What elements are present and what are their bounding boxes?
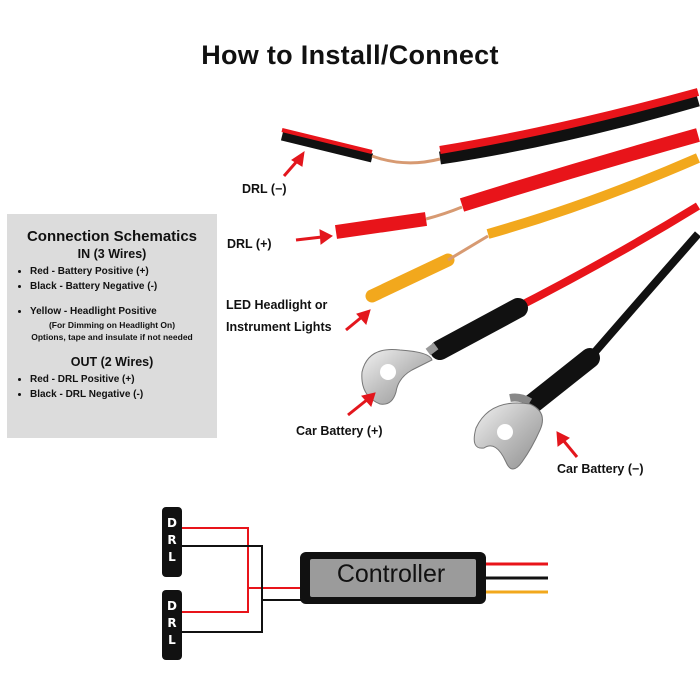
arrow-icon [282,150,305,177]
pointer-arrows [282,150,579,458]
label-car-battery-negative: Car Battery (−) [557,462,644,476]
label-led-headlight-line2: Instrument Lights [226,320,332,334]
arrow-icon [347,392,376,417]
drl-letter: L [168,633,176,647]
drl-letter: R [167,533,177,547]
drl-negative-wire [280,88,700,165]
controller-label: Controller [336,560,446,588]
drl-letter: D [167,599,177,613]
list-item: Black - Battery Negative (-) [30,279,217,294]
out-wire-list: Red - DRL Positive (+) Black - DRL Negat… [7,372,217,402]
schematics-heading: Connection Schematics [26,228,198,245]
arrow-icon [556,431,579,458]
list-item: Red - DRL Positive (+) [30,372,217,387]
label-car-battery-positive: Car Battery (+) [296,424,383,438]
battery-negative-wire [473,231,700,470]
yellow-headlight-wire [365,153,700,303]
drl-lamp-top [162,507,182,577]
out-group-title: OUT (2 Wires) [70,355,154,369]
list-item: Yellow - Headlight Positive [30,304,217,319]
in-wire-list: Red - Battery Positive (+) Black - Batte… [7,264,217,294]
list-item: Black - DRL Negative (-) [30,387,217,402]
page-title: How to Install/Connect [201,40,499,70]
yellow-note: Options, tape and insulate if not needed [31,332,193,342]
connection-schematics-panel: Connection Schematics IN (3 Wires) Red -… [7,214,217,438]
label-led-headlight-line1: LED Headlight or [226,298,328,312]
yellow-wire-list: Yellow - Headlight Positive [7,304,217,319]
drl-positive-wire [334,128,700,239]
arrow-icon [295,229,333,245]
drl-letter: L [168,550,176,564]
yellow-note: (For Dimming on Headlight On) [48,320,176,330]
list-item: Red - Battery Positive (+) [30,264,217,279]
controller-schematic [162,507,548,660]
in-group-title: IN (3 Wires) [77,247,147,261]
label-drl-positive: DRL (+) [227,237,272,251]
arrow-icon [345,309,371,332]
drl-letter: R [167,616,177,630]
battery-positive-wire [361,202,700,405]
label-drl-negative: DRL (−) [242,182,287,196]
drl-lamp-bottom [162,590,182,660]
drl-letter: D [167,516,177,530]
